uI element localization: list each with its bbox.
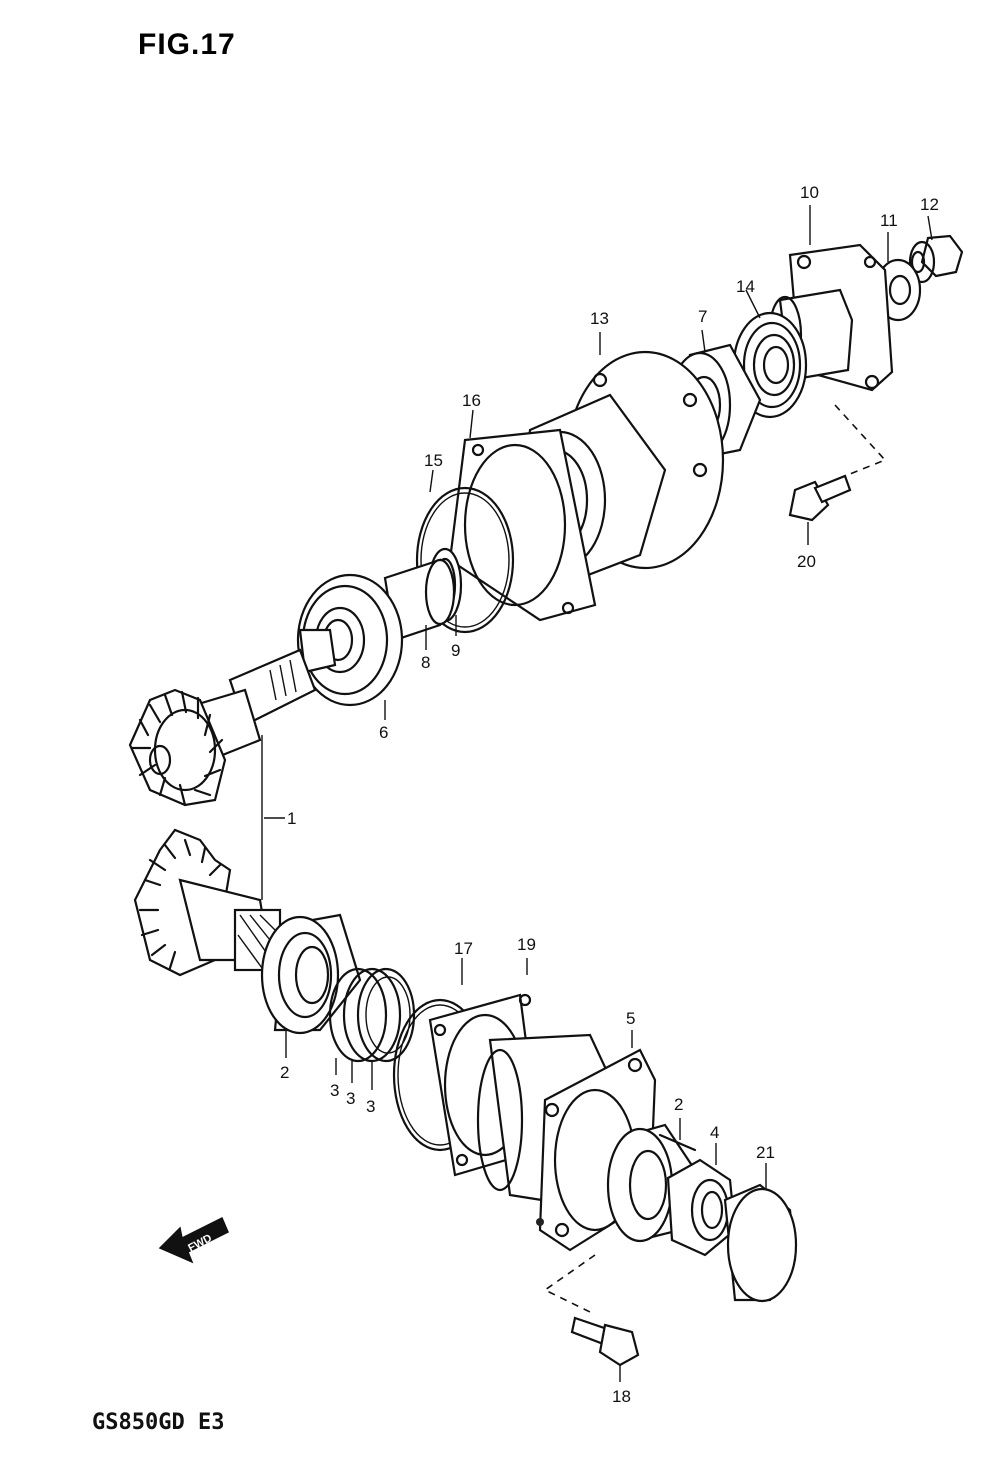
callout-3-b: 3 [346, 1089, 355, 1108]
callout-17: 17 [454, 939, 473, 958]
callout-5: 5 [626, 1009, 635, 1028]
part-3-shims [328, 967, 416, 1063]
callout-4: 4 [710, 1123, 719, 1142]
part-1-ring-gear [133, 828, 282, 977]
part-1-pinion-gear [128, 628, 337, 807]
callout-6: 6 [379, 723, 388, 742]
part-2-bearing-left [260, 913, 362, 1035]
callout-7: 7 [698, 307, 707, 326]
callout-11: 11 [880, 211, 898, 230]
part-4-nut [666, 1158, 737, 1257]
callout-12: 12 [920, 195, 939, 214]
part-20-bolt [788, 404, 887, 545]
callout-14: 14 [736, 277, 755, 296]
callout-10: 10 [800, 183, 819, 202]
callout-8: 8 [421, 653, 430, 672]
part-21-cap [723, 1183, 798, 1303]
callout-15: 15 [424, 451, 443, 470]
callout-2-left: 2 [280, 1063, 289, 1082]
callout-1: 1 [287, 809, 296, 828]
callout-labels: 10 11 12 14 13 7 16 15 20 8 9 6 1 17 19 … [280, 183, 939, 1406]
part-18-bolt [543, 1254, 640, 1382]
callout-16: 16 [462, 391, 481, 410]
fwd-arrow-icon: FWD [158, 1216, 229, 1264]
callout-9: 9 [451, 641, 460, 660]
part-16-gasket [448, 428, 597, 622]
callout-13: 13 [590, 309, 609, 328]
part-8-spacer [383, 558, 456, 642]
callout-18: 18 [612, 1387, 631, 1406]
callout-3-c: 3 [366, 1097, 375, 1116]
callout-19: 19 [517, 935, 536, 954]
callout-3-a: 3 [330, 1081, 339, 1100]
callout-20: 20 [797, 552, 816, 571]
part-6-bearing [296, 573, 404, 707]
part-12-nut [908, 234, 964, 284]
model-code: GS850GD E3 [92, 1410, 225, 1435]
callout-2-right: 2 [674, 1095, 683, 1114]
part-15-o-ring [415, 486, 515, 634]
callout-21: 21 [756, 1143, 775, 1162]
callout-leaders [285, 205, 933, 1190]
figure-title: FIG.17 [138, 28, 236, 61]
